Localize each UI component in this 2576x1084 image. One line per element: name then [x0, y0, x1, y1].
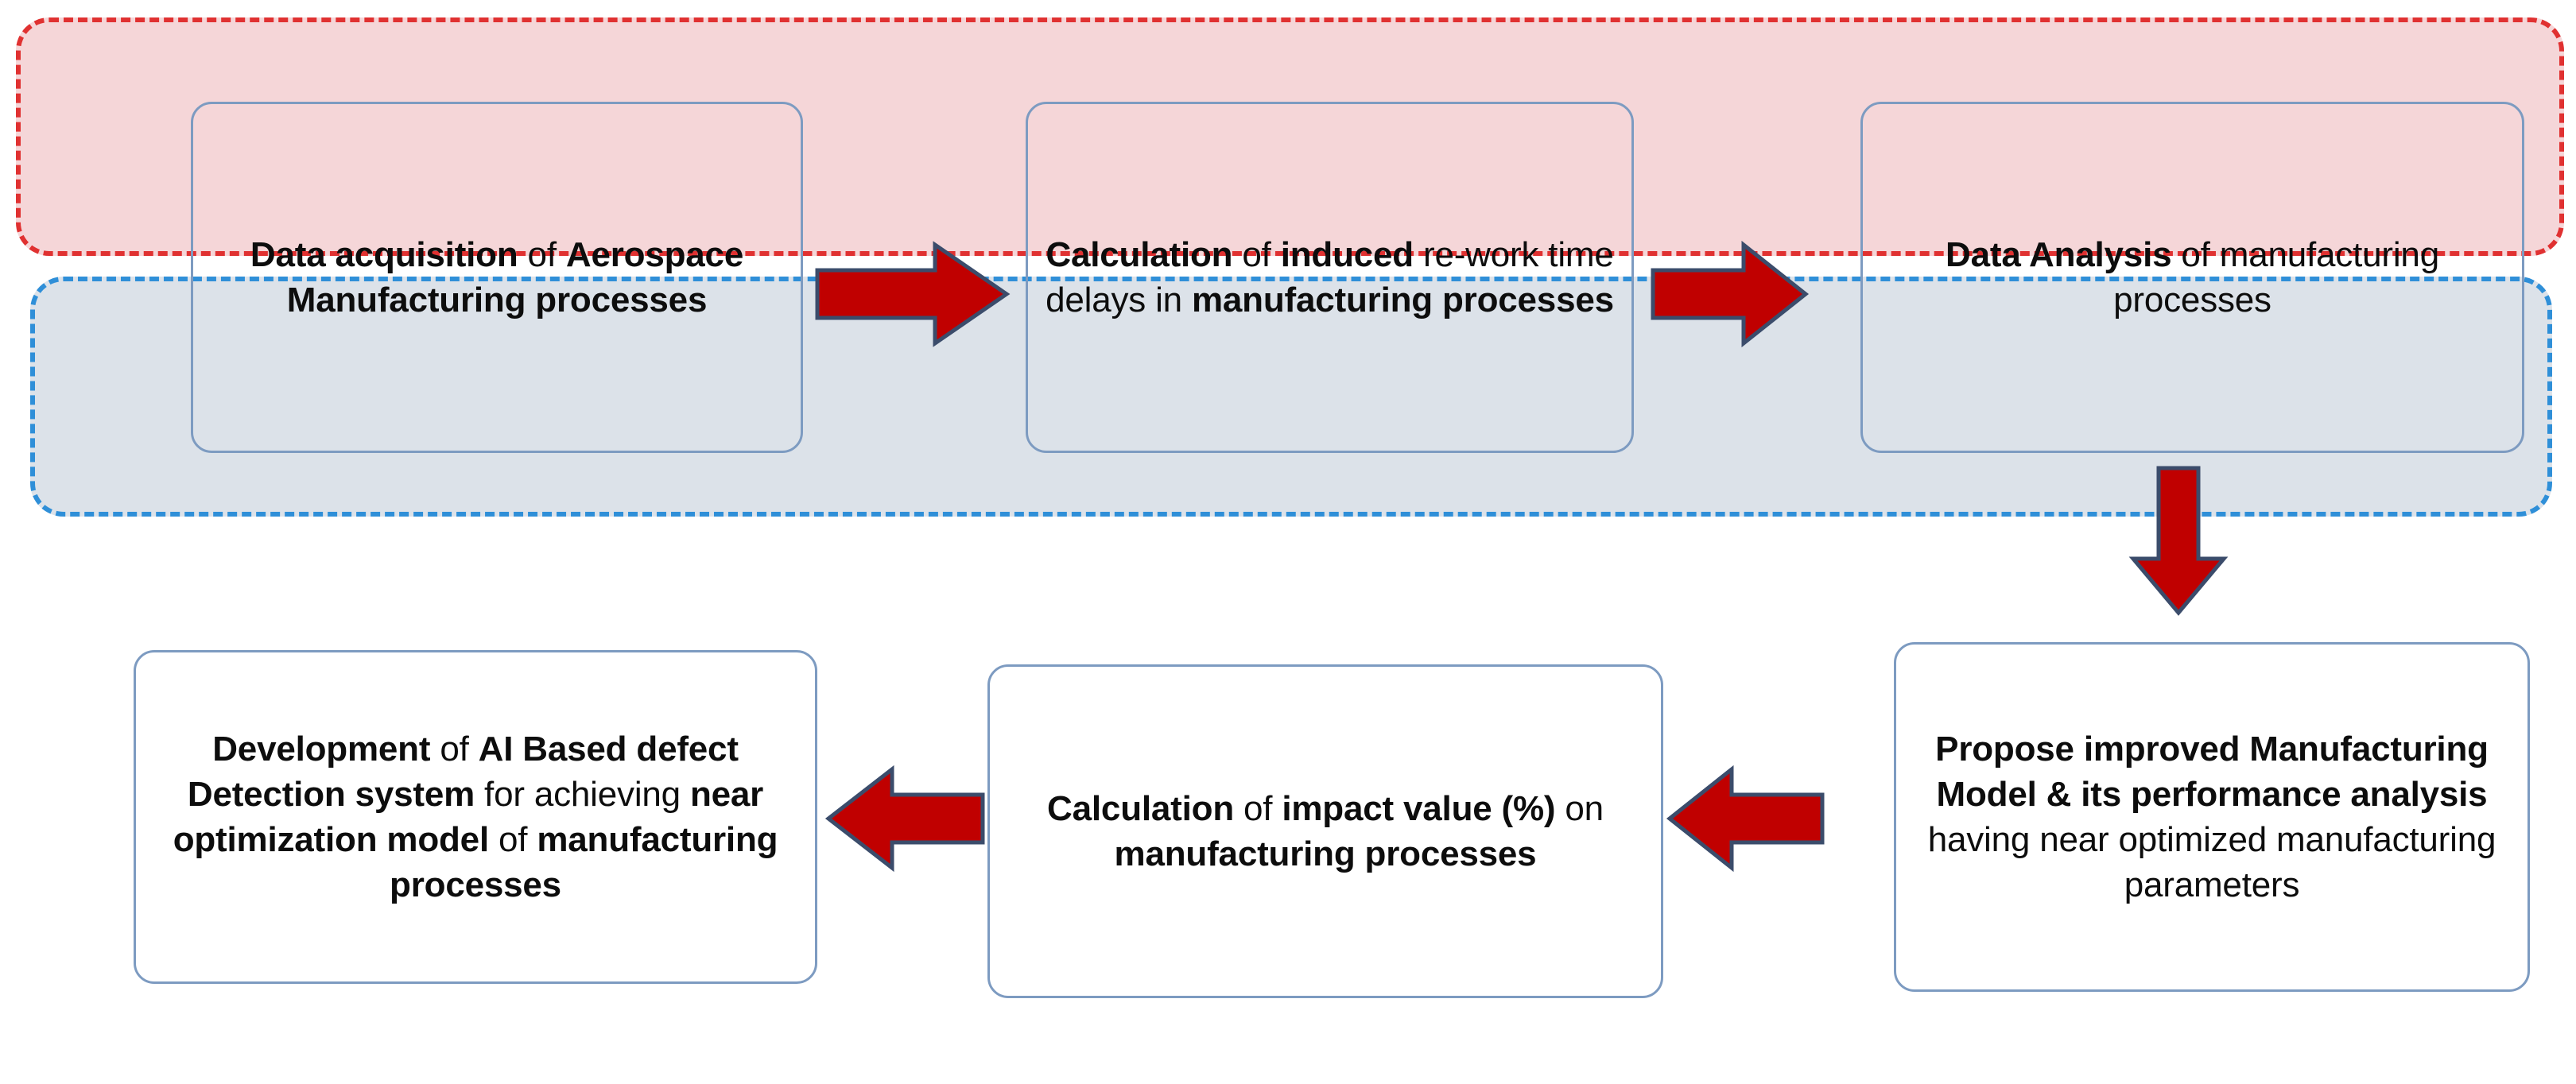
- arrow-down-icon: [2127, 465, 2230, 616]
- arrow-left-icon: [1666, 763, 1825, 874]
- process-box-text: Development of AI Based defect Detection…: [173, 729, 778, 905]
- process-box-propose-model[interactable]: Propose improved Manufacturing Model & i…: [1894, 642, 2530, 992]
- process-box-data-analysis[interactable]: Data Analysis of manufacturing processes: [1860, 102, 2524, 453]
- process-box-text: Calculation of induced re-work time dela…: [1046, 234, 1614, 319]
- arrow-right-icon: [1650, 238, 1810, 350]
- process-box-text: Data acquisition of Aerospace Manufactur…: [250, 234, 744, 319]
- process-box-text: Propose improved Manufacturing Model & i…: [1927, 729, 2496, 905]
- process-box-impact-value[interactable]: Calculation of impact value (%) on manuf…: [987, 664, 1663, 998]
- process-box-text: Calculation of impact value (%) on manuf…: [1047, 788, 1604, 873]
- arrow-left-icon: [824, 763, 986, 874]
- arrow-right-icon: [814, 238, 1011, 350]
- process-box-ai-defect-detection[interactable]: Development of AI Based defect Detection…: [134, 650, 817, 984]
- process-box-rework-calculation[interactable]: Calculation of induced re-work time dela…: [1026, 102, 1634, 453]
- process-box-text: Data Analysis of manufacturing processes: [1946, 234, 2439, 319]
- phase-two-group: [30, 277, 2552, 517]
- phase-one-group: [16, 17, 2564, 256]
- process-box-data-acquisition[interactable]: Data acquisition of Aerospace Manufactur…: [191, 102, 803, 453]
